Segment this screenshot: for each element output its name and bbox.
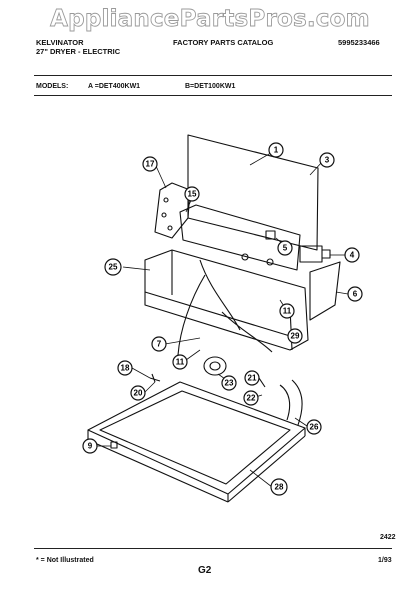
callout-22: 22 xyxy=(243,390,259,406)
model-a: A =DET400KW1 xyxy=(88,83,141,90)
footer-rule xyxy=(34,548,392,549)
header-rule-bottom xyxy=(34,95,392,96)
brand-name: KELVINATOR xyxy=(36,38,84,47)
control-plate xyxy=(179,204,301,271)
svg-text:3: 3 xyxy=(325,156,330,165)
svg-text:18: 18 xyxy=(121,364,130,373)
knob xyxy=(203,356,227,376)
header-rule-top xyxy=(34,75,392,76)
svg-text:26: 26 xyxy=(310,423,319,432)
callout-11-lower: 11 xyxy=(172,354,188,370)
callout-18: 18 xyxy=(117,360,133,376)
callout-20: 20 xyxy=(130,385,146,401)
svg-text:11: 11 xyxy=(176,358,185,367)
wire-harness xyxy=(177,259,273,356)
svg-text:20: 20 xyxy=(134,389,143,398)
console xyxy=(144,249,309,351)
callout-29: 29 xyxy=(287,328,303,344)
timer xyxy=(299,245,331,263)
callout-28: 28 xyxy=(270,478,288,496)
revision-date: 1/93 xyxy=(378,557,392,564)
svg-text:28: 28 xyxy=(275,483,284,492)
callout-9: 9 xyxy=(82,438,98,454)
switch xyxy=(265,230,276,240)
callout-25: 25 xyxy=(104,258,122,276)
svg-text:9: 9 xyxy=(88,442,93,451)
callout-21: 21 xyxy=(244,370,260,386)
screw xyxy=(149,373,161,383)
lid-hinge xyxy=(254,371,303,426)
callout-6: 6 xyxy=(347,286,363,302)
svg-text:21: 21 xyxy=(248,374,257,383)
svg-text:25: 25 xyxy=(109,263,118,272)
end-bracket xyxy=(309,261,341,321)
model-b: B=DET100KW1 xyxy=(185,83,236,90)
callout-4: 4 xyxy=(344,247,360,263)
drawing-number: 2422 xyxy=(380,534,396,541)
svg-text:7: 7 xyxy=(157,340,162,349)
svg-text:6: 6 xyxy=(353,290,358,299)
back-panel xyxy=(187,134,319,251)
callout-11-upper: 11 xyxy=(279,303,295,319)
callout-3: 3 xyxy=(319,152,335,168)
watermark: AppliancePartsPros.com xyxy=(50,6,370,33)
svg-text:11: 11 xyxy=(283,307,292,316)
clip xyxy=(110,441,118,449)
callout-17: 17 xyxy=(142,156,158,172)
callout-23: 23 xyxy=(221,375,237,391)
page-number: G2 xyxy=(198,565,212,576)
callout-5: 5 xyxy=(277,240,293,256)
panel-bracket xyxy=(154,182,191,239)
catalog-number: 5995233466 xyxy=(338,38,380,47)
callout-15: 15 xyxy=(184,186,200,202)
top-lid xyxy=(87,381,306,495)
callout-1: 1 xyxy=(268,142,284,158)
catalog-title: FACTORY PARTS CATALOG xyxy=(173,38,274,47)
svg-text:22: 22 xyxy=(247,394,256,403)
footnote: * = Not Illustrated xyxy=(36,557,94,564)
svg-text:15: 15 xyxy=(188,190,197,199)
svg-text:4: 4 xyxy=(350,251,355,260)
svg-text:1: 1 xyxy=(274,146,279,155)
models-label: MODELS: xyxy=(36,83,69,90)
callout-26: 26 xyxy=(306,419,322,435)
svg-text:5: 5 xyxy=(283,244,288,253)
callout-7: 7 xyxy=(151,336,167,352)
svg-text:29: 29 xyxy=(291,332,300,341)
svg-text:17: 17 xyxy=(146,160,155,169)
product-subtitle: 27" DRYER - ELECTRIC xyxy=(36,47,121,56)
svg-text:23: 23 xyxy=(225,379,234,388)
